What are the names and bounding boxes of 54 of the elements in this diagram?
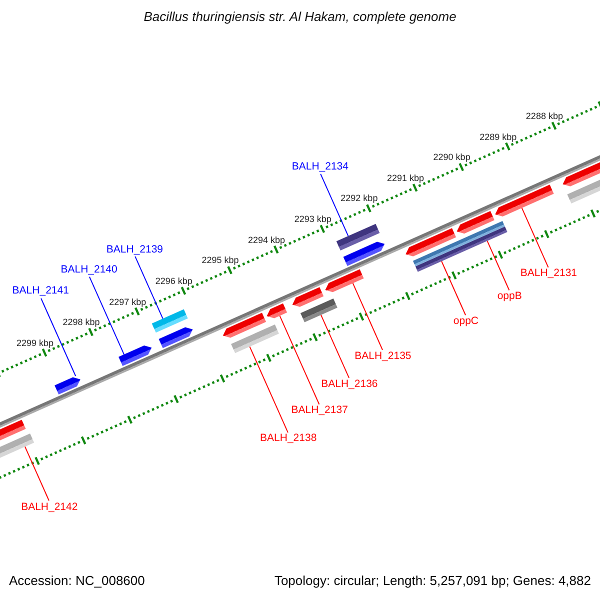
leader-line xyxy=(24,446,50,502)
gene-block xyxy=(222,312,266,338)
feature-bar xyxy=(231,324,279,354)
tick-label: 2295 kbp xyxy=(202,256,239,266)
tick-label: 2290 kbp xyxy=(433,153,470,164)
gene-block xyxy=(54,377,80,394)
leader-line xyxy=(521,207,549,268)
feature-bar xyxy=(336,224,380,250)
tick-label: 2292 kbp xyxy=(340,194,378,204)
tick-label: 2294 kbp xyxy=(248,236,286,246)
gene-label: BALH_2140 xyxy=(60,264,118,276)
gene-label: oppB xyxy=(497,291,522,303)
gene-block xyxy=(325,269,364,292)
tick-label: 2291 kbp xyxy=(386,174,424,184)
title: Bacillus thuringiensis str. Al Hakam, complete genome xyxy=(142,10,458,24)
gene-block xyxy=(158,327,193,348)
gene-label: BALH_2142 xyxy=(21,502,78,514)
footer-text: Accession: NC_008600 xyxy=(9,574,145,588)
gene-label: BALH_2134 xyxy=(292,161,348,173)
tick-label: 2299 kbp xyxy=(16,338,54,349)
leader-line xyxy=(486,240,510,291)
gene-block xyxy=(266,303,288,318)
leader-line xyxy=(134,256,164,320)
leader-line xyxy=(249,346,288,434)
tick-label: 2298 kbp xyxy=(62,318,100,328)
tick-label: 2296 kbp xyxy=(155,276,192,287)
gene-label: BALH_2137 xyxy=(291,405,348,417)
leader-line xyxy=(40,298,76,376)
leader-line xyxy=(320,314,350,378)
tick-label: 2289 kbp xyxy=(480,132,517,142)
leader-line xyxy=(88,276,125,355)
gene-block xyxy=(292,287,324,307)
gene-label: BALH_2136 xyxy=(321,378,378,390)
leader-line xyxy=(352,282,384,350)
gene-label: BALH_2138 xyxy=(260,433,317,445)
feature-bar xyxy=(300,298,338,322)
leader-line xyxy=(279,315,320,405)
tick-label: 2293 kbp xyxy=(294,215,332,225)
tick-label: 2297 kbp xyxy=(109,298,146,308)
leader-line xyxy=(441,260,466,316)
tick-label: 2288 kbp xyxy=(526,112,563,122)
gene-label: oppC xyxy=(453,316,479,328)
gene-block xyxy=(406,228,456,256)
gene-block xyxy=(495,184,554,217)
leader-line xyxy=(320,173,349,237)
gene-label: BALH_2141 xyxy=(12,286,69,298)
gene-block xyxy=(456,211,494,234)
gene-label: BALH_2131 xyxy=(520,268,577,280)
feature-bar xyxy=(152,309,188,333)
gene-label: BALH_2135 xyxy=(354,350,412,362)
gene-block xyxy=(343,242,385,266)
gene-label: BALH_2139 xyxy=(106,244,164,256)
gene-block xyxy=(118,346,152,366)
footer-text: Topology: circular; Length: 5,257,091 bp; Genes: 4,882 xyxy=(274,574,591,588)
